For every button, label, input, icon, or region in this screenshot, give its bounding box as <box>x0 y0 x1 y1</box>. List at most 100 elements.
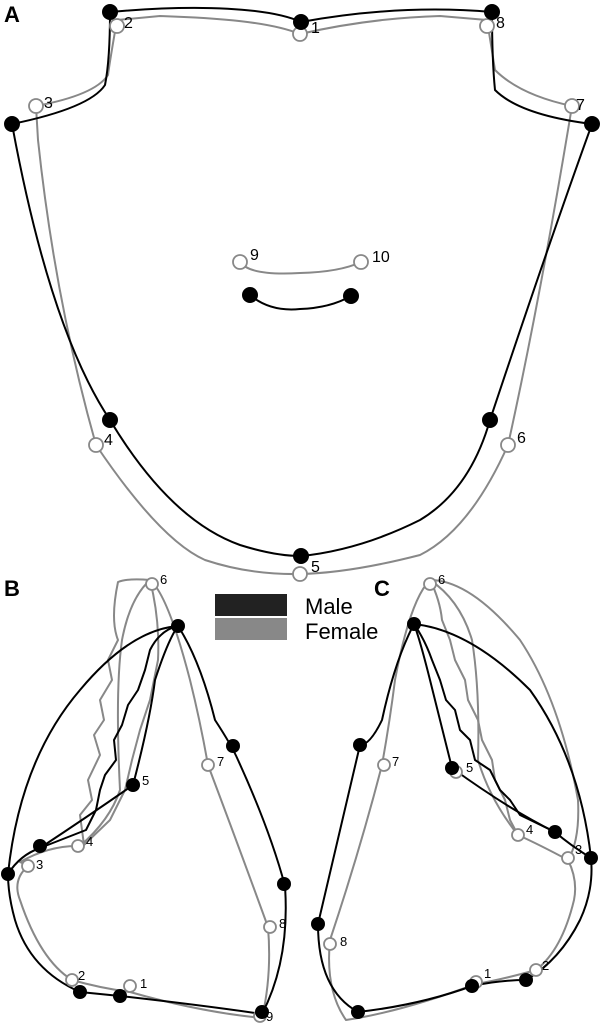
panel-b-female-landmark <box>145 577 159 591</box>
panel-b: B 1 2 3 4 5 6 7 8 <box>1 572 291 1024</box>
panel-a-male-outline <box>11 6 593 557</box>
panel-a-landmark-label: 8 <box>496 15 505 32</box>
panel-a-female-landmark <box>564 98 580 114</box>
panel-b-female-inner <box>83 579 160 846</box>
panel-b-female-landmark <box>71 839 85 853</box>
legend-female-swatch <box>215 618 287 640</box>
panel-a-female-landmark <box>28 98 44 114</box>
panel-a-female-outline <box>35 15 573 576</box>
panel-a-female-landmark <box>500 437 516 453</box>
panel-a-landmark-label: 6 <box>517 430 526 447</box>
panel-b-female-blade <box>79 578 151 846</box>
panel-b-landmark-label: 3 <box>36 857 43 872</box>
panel-c-male-landmark <box>407 617 421 631</box>
panel-c-male-landmark <box>351 1005 365 1019</box>
panel-c-female-landmark <box>511 828 525 842</box>
legend-female-label: Female <box>305 619 378 644</box>
panel-c-male-landmark <box>311 917 325 931</box>
panel-a-male-landmark <box>4 116 20 132</box>
panel-b-male-landmark <box>255 1005 269 1019</box>
panel-a-landmark-label: 1 <box>311 20 320 37</box>
panel-c-female-landmark <box>377 758 391 772</box>
panel-c-male-landmark <box>465 979 479 993</box>
panel-b-male-landmark <box>226 739 240 753</box>
panel-c-landmark-label: 4 <box>526 822 533 837</box>
panel-a-male-inner-curve <box>249 294 352 311</box>
panel-a-female-landmark <box>292 566 308 582</box>
panel-c-male-landmark <box>353 738 367 752</box>
panel-b-male-landmark <box>171 619 185 633</box>
panel-c-male-landmark <box>445 761 459 775</box>
panel-c-landmark-label: 1 <box>484 966 491 981</box>
panel-b-female-landmark <box>201 758 215 772</box>
panel-b-label: B <box>4 576 20 601</box>
panel-a-female-inner-curve <box>239 261 362 275</box>
panel-c-female-outline <box>328 579 577 1021</box>
panel-b-female-landmark <box>123 979 137 993</box>
panel-b-landmark-label: 6 <box>160 572 167 587</box>
panel-c-female-landmark <box>423 577 437 591</box>
panel-c-male-landmark <box>584 851 598 865</box>
panel-b-landmark-label: 7 <box>217 754 224 769</box>
panel-a-female-landmark <box>353 254 369 270</box>
panel-a-male-landmark <box>102 412 118 428</box>
panel-b-male-landmark <box>113 989 127 1003</box>
panel-a-male-landmark <box>293 548 309 564</box>
panel-b-landmark-label: 8 <box>279 916 286 931</box>
panel-b-landmark-label: 4 <box>86 834 93 849</box>
panel-c-male-landmark <box>548 825 562 839</box>
panel-c-female-inner <box>429 579 580 861</box>
panel-b-female-landmark <box>21 859 35 873</box>
panel-a-female-landmark <box>109 18 125 34</box>
panel-a: A 1 2 3 4 5 6 7 <box>4 2 600 582</box>
legend: Male Female <box>215 594 378 644</box>
panel-c-landmark-label: 7 <box>392 754 399 769</box>
panel-b-male-landmark <box>33 839 47 853</box>
panel-b-male-landmark <box>277 877 291 891</box>
panel-c-landmark-label: 5 <box>466 760 473 775</box>
panel-c-female-blade <box>429 579 519 836</box>
panel-c-female-landmark <box>561 851 575 865</box>
panel-a-female-landmark <box>232 254 248 270</box>
panel-a-landmark-label: 7 <box>576 97 585 114</box>
panel-a-landmark-label: 5 <box>311 559 320 576</box>
panel-b-female-landmark <box>65 973 79 987</box>
legend-male-swatch <box>215 594 287 616</box>
panel-b-landmark-label: 2 <box>78 968 85 983</box>
panel-a-female-landmark <box>88 437 104 453</box>
panel-b-landmark-label: 5 <box>142 773 149 788</box>
panel-b-male-top <box>7 625 179 875</box>
panel-b-female-outline <box>16 579 271 1019</box>
panel-a-male-landmark <box>584 116 600 132</box>
panel-a-female-landmark <box>479 18 495 34</box>
panel-a-landmark-label: 3 <box>44 95 53 112</box>
panel-c-landmark-label: 3 <box>575 842 582 857</box>
panel-c-landmark-label: 2 <box>542 958 549 973</box>
panel-c-male-landmark <box>519 973 533 987</box>
panel-c-male-blade <box>413 623 556 833</box>
panel-c: C 1 2 3 4 5 6 7 8 <box>311 572 598 1021</box>
panel-c-male-top <box>413 623 592 859</box>
panel-b-male-landmark <box>126 778 140 792</box>
panel-b-male-landmark <box>1 867 15 881</box>
panel-a-male-landmark <box>242 287 258 303</box>
panel-a-male-landmark <box>482 412 498 428</box>
panel-a-landmark-label: 2 <box>124 15 133 32</box>
panel-b-landmark-label: 9 <box>266 1009 273 1024</box>
panel-a-label: A <box>4 2 20 27</box>
panel-c-landmark-label: 6 <box>438 572 445 587</box>
panel-b-male-landmark <box>73 985 87 999</box>
panel-a-male-landmark <box>343 288 359 304</box>
panel-a-landmark-label: 9 <box>250 247 259 264</box>
panel-b-landmark-label: 1 <box>140 976 147 991</box>
panel-c-landmark-label: 8 <box>340 934 347 949</box>
panel-b-male-blade <box>39 625 179 849</box>
panel-c-female-landmark <box>529 963 543 977</box>
panel-c-female-landmark <box>323 937 337 951</box>
panel-b-male-outline <box>7 625 287 1015</box>
panel-b-female-landmark <box>263 920 277 934</box>
panel-a-landmark-label: 10 <box>372 249 390 266</box>
legend-male-label: Male <box>305 594 353 619</box>
panel-a-landmark-label: 4 <box>104 432 113 449</box>
